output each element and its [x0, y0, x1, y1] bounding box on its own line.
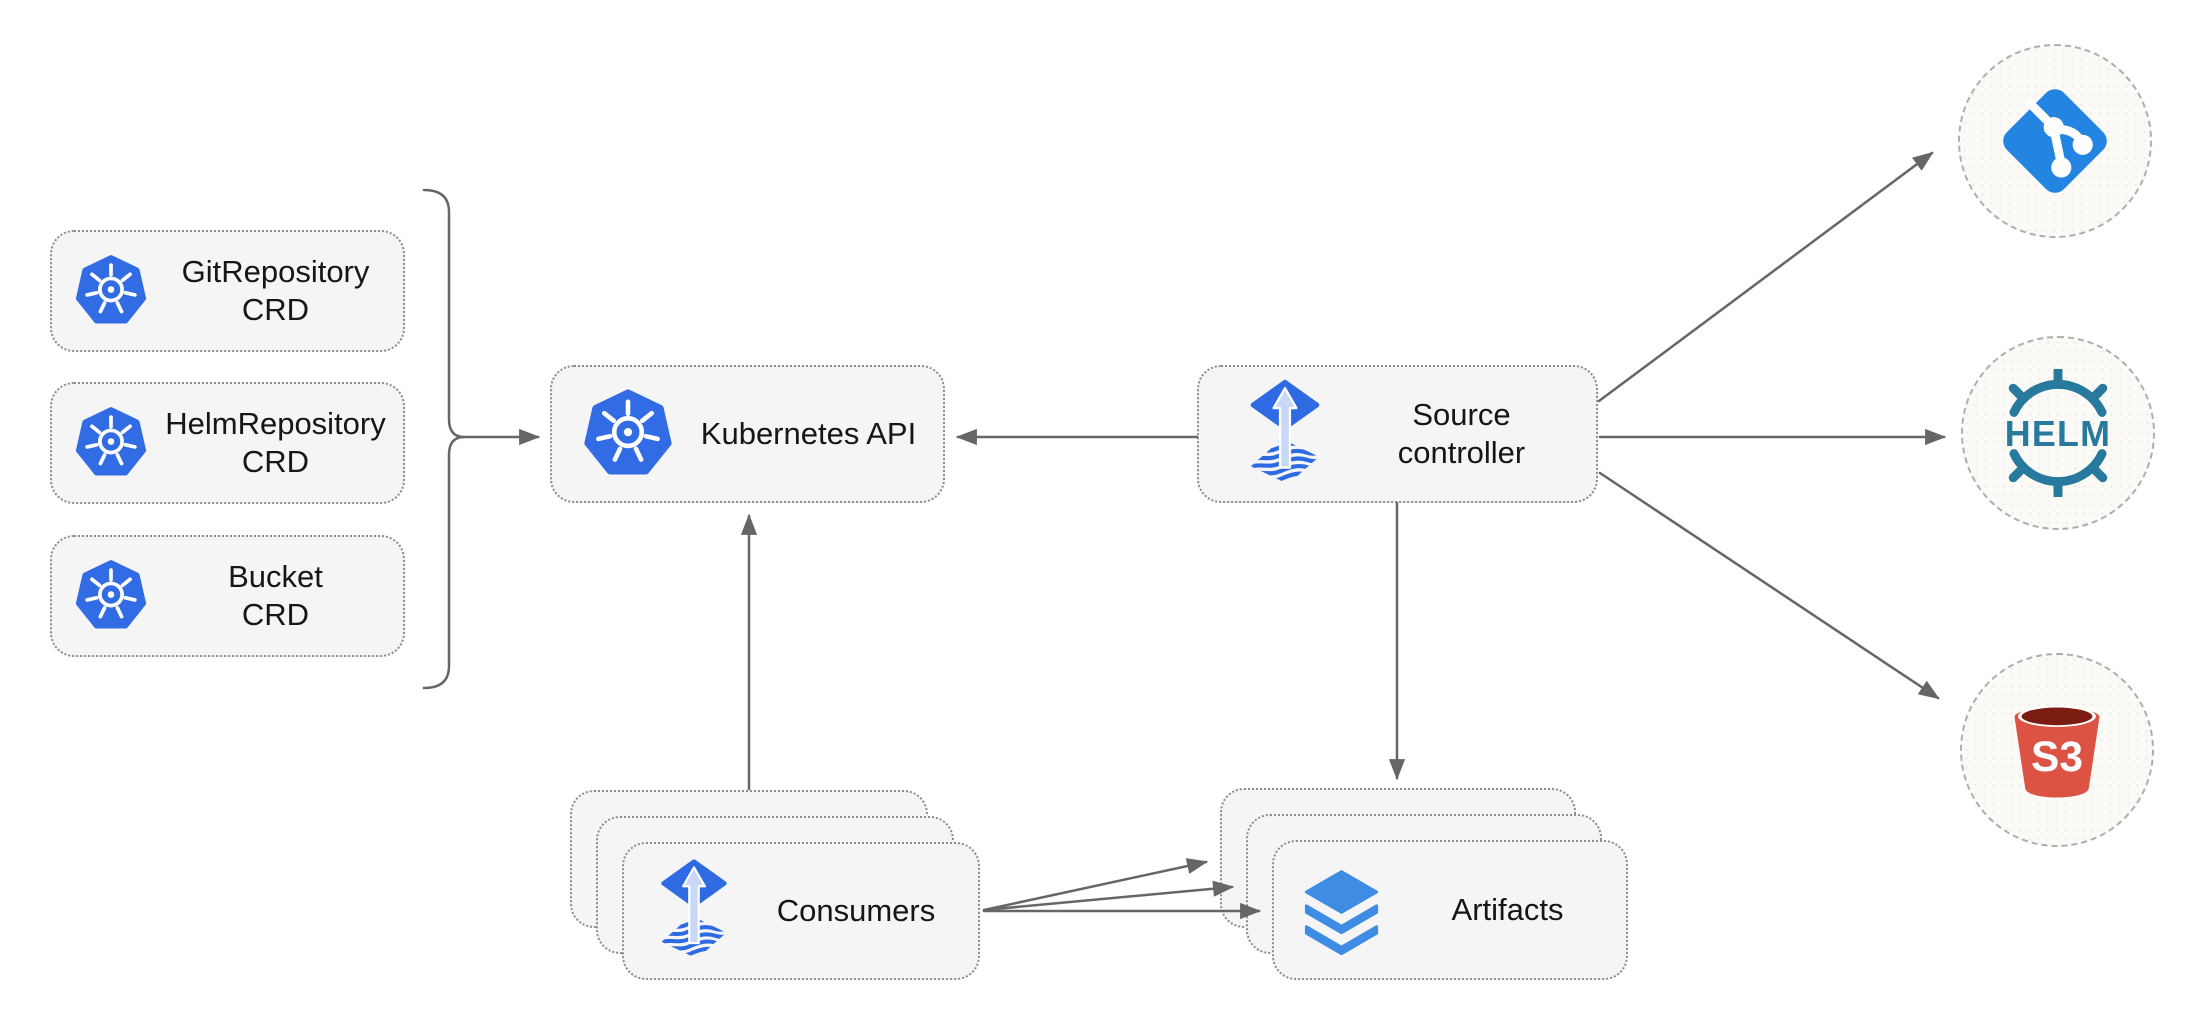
kubernetes-icon: [75, 255, 147, 324]
s3-icon-text: S3: [2031, 734, 2083, 781]
node-label: HelmRepository CRD: [148, 405, 403, 481]
node-label-line2: CRD: [241, 597, 310, 632]
helmrepository-crd-node: HelmRepository CRD: [50, 382, 405, 504]
arrow-source-to-s3: [1598, 471, 1940, 700]
kubernetes-icon: [75, 407, 147, 476]
arrow-source-to-git: [1597, 151, 1934, 403]
flux-icon: [658, 859, 730, 960]
gitrepository-crd-node: GitRepository CRD: [50, 230, 405, 352]
node-label-line2: controller: [1397, 435, 1526, 470]
git-icon: [2003, 89, 2107, 193]
node-label-line1: Source: [1412, 397, 1511, 432]
node-label-line1: HelmRepository: [165, 406, 386, 441]
node-label-line1: Artifacts: [1451, 892, 1564, 927]
artifacts-node: Artifacts: [1272, 840, 1628, 980]
s3-bucket-icon: S3: [2014, 705, 2100, 798]
node-label: GitRepository CRD: [148, 253, 403, 329]
helm-endpoint-circle: HELM: [1961, 336, 2155, 530]
node-label: Artifacts: [1389, 891, 1626, 929]
git-endpoint-circle: [1958, 44, 2152, 238]
node-label: Consumers: [734, 892, 978, 930]
s3-endpoint-circle: S3: [1960, 653, 2154, 847]
node-label-line1: Consumers: [776, 893, 936, 928]
arrow-consumers-to-artifacts-1: [982, 858, 1209, 912]
kubernetes-icon: [584, 389, 672, 475]
consumers-node: Consumers: [622, 842, 980, 980]
node-label-line1: GitRepository: [181, 254, 370, 289]
flux-icon: [1247, 379, 1323, 486]
node-label: Kubernetes API: [674, 415, 943, 453]
helm-icon-text: HELM: [2005, 414, 2112, 454]
node-label: Source controller: [1327, 396, 1596, 472]
crd-group-brace: [422, 188, 466, 690]
arrow-consumers-to-artifacts-2: [982, 880, 1235, 912]
node-label: Bucket CRD: [148, 558, 403, 634]
bucket-crd-node: Bucket CRD: [50, 535, 405, 657]
node-label-line1: Bucket: [228, 559, 323, 594]
node-label-line2: CRD: [241, 292, 310, 327]
kubernetes-api-node: Kubernetes API: [550, 365, 945, 503]
helm-icon: HELM: [2005, 369, 2112, 497]
kubernetes-icon: [75, 560, 147, 629]
source-controller-node: Source controller: [1197, 365, 1598, 503]
node-label-line2: CRD: [241, 444, 310, 479]
node-label-line1: Kubernetes API: [700, 416, 917, 451]
layers-icon: [1304, 869, 1379, 955]
